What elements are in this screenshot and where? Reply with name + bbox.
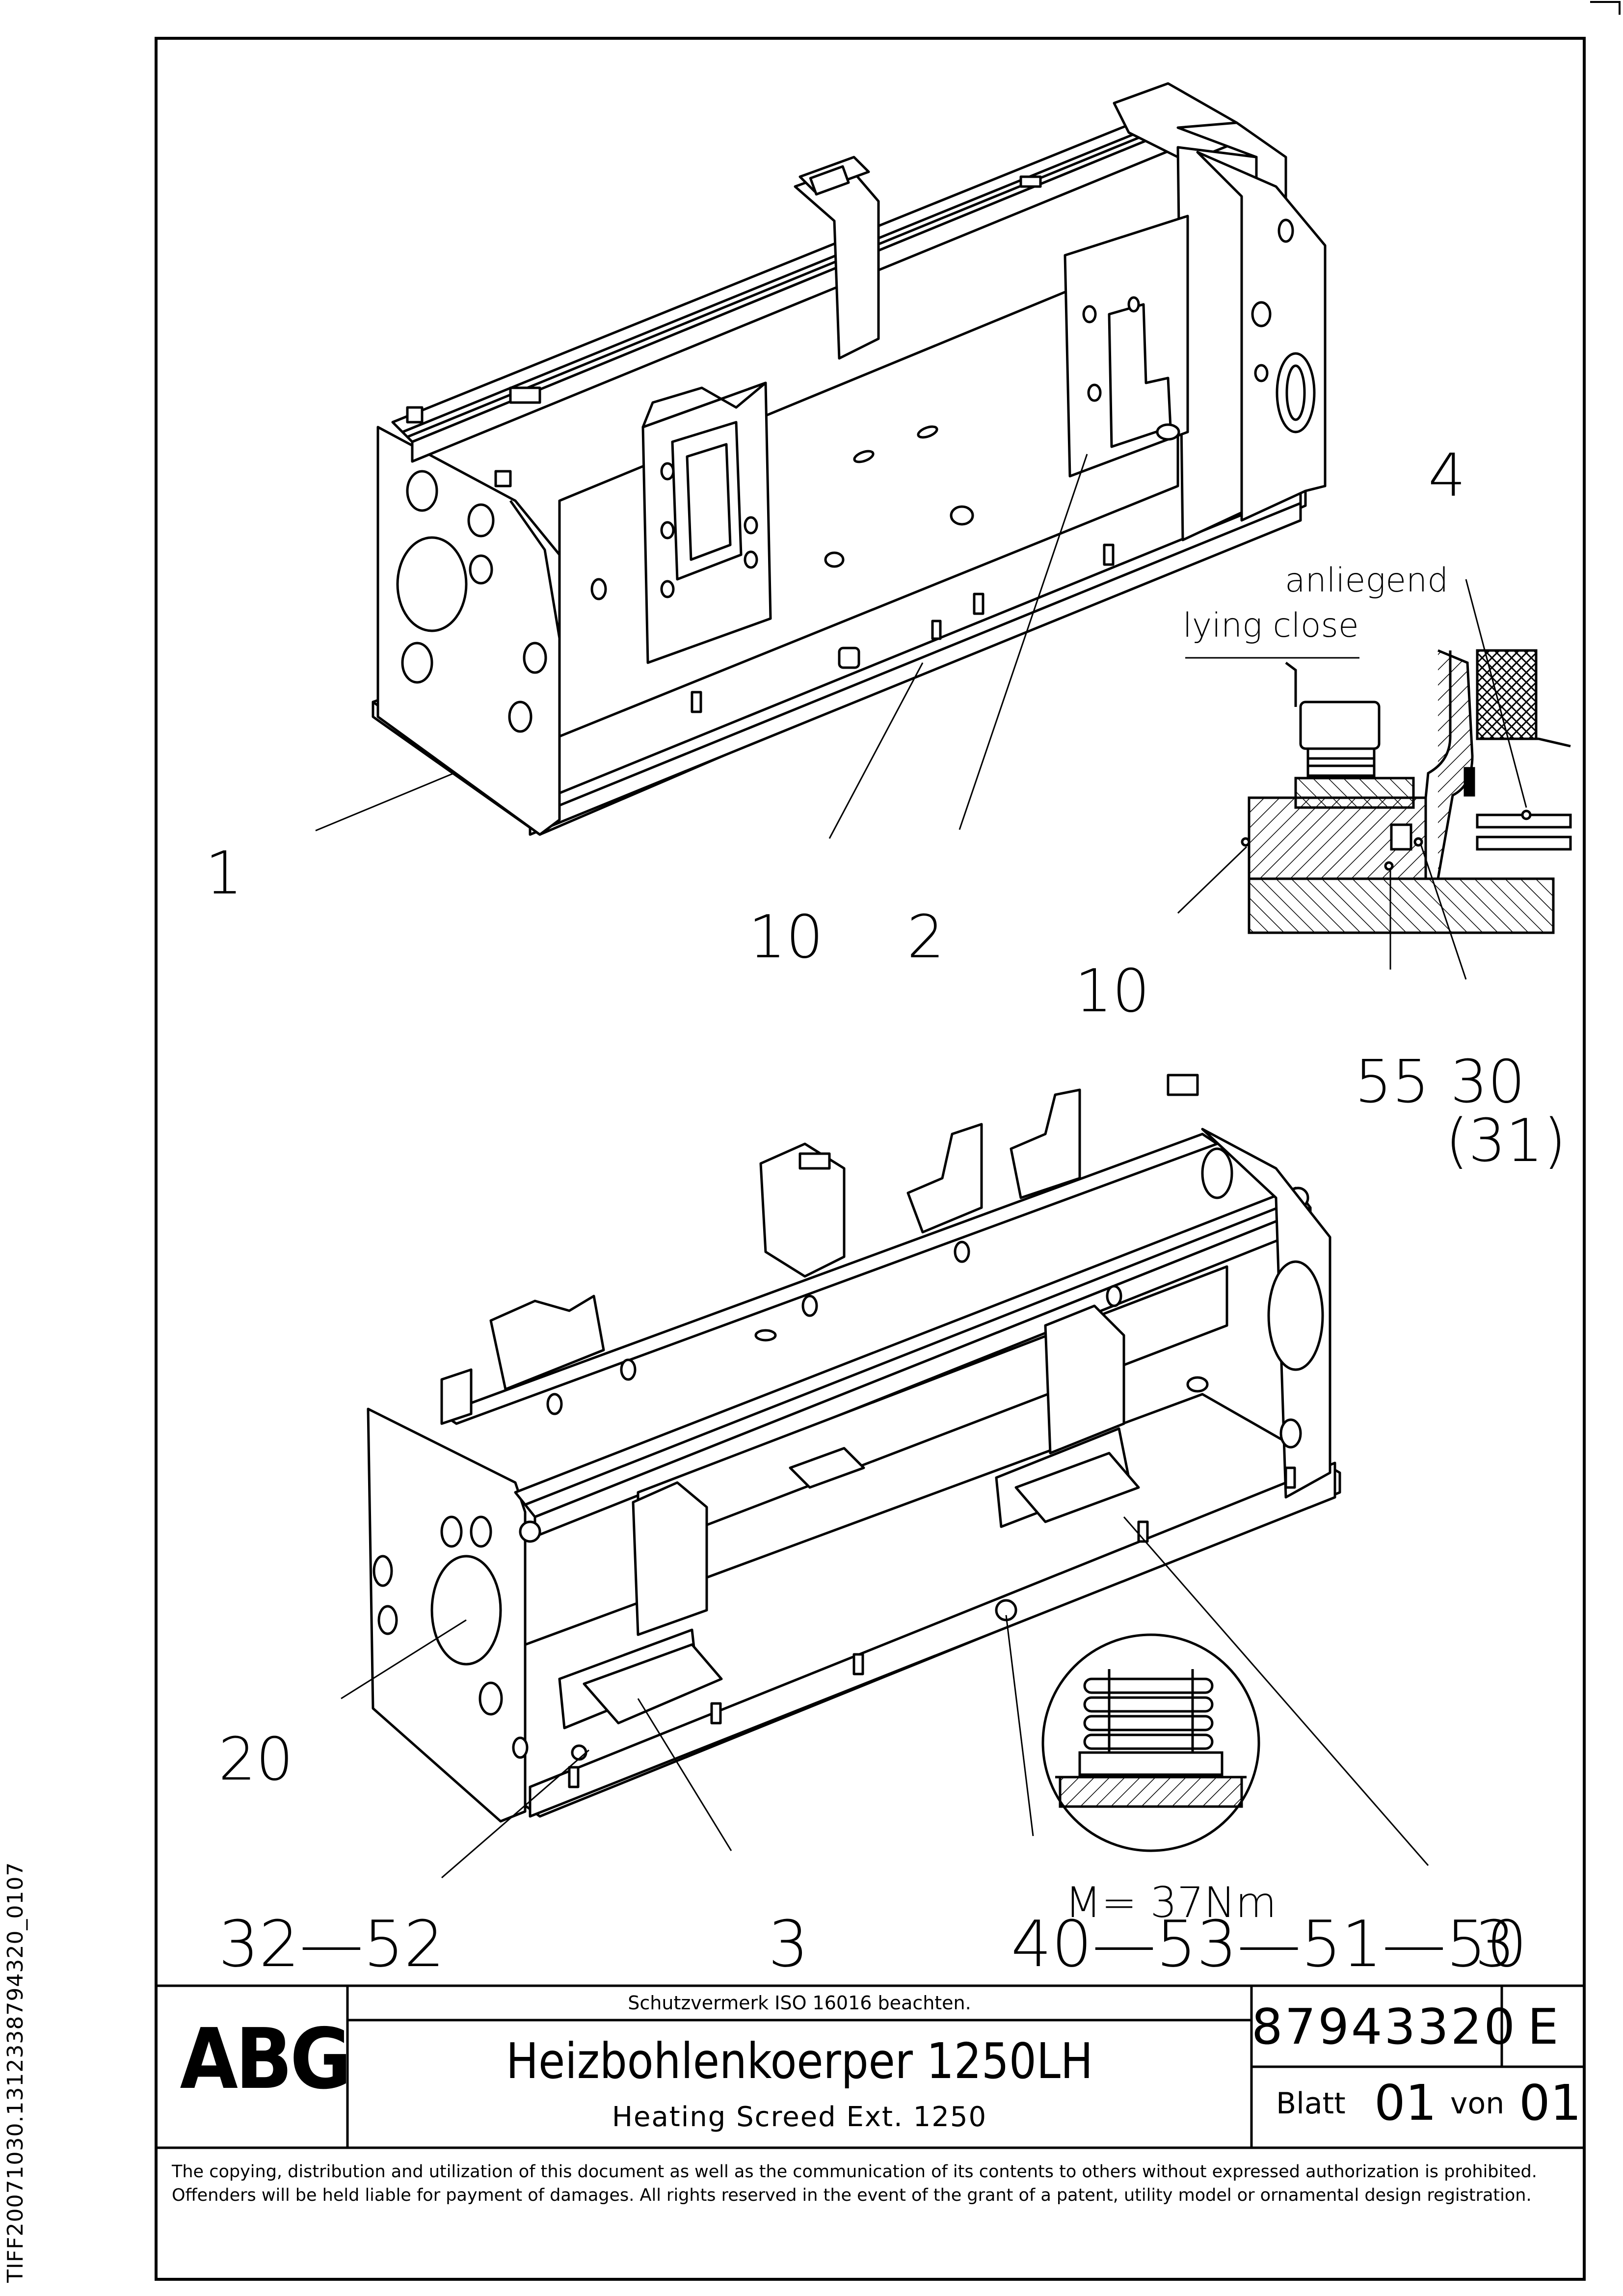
callout-4: 4: [1428, 442, 1465, 510]
callout-40-50: 40—53—51—50: [1011, 1907, 1527, 1981]
detail-section-view: [1241, 649, 1572, 934]
upper-leaders: [315, 454, 1527, 980]
callout-31: (31): [1445, 1107, 1566, 1175]
protection-note: Schutzvermerk ISO 16016 beachten.: [628, 1992, 971, 2014]
lower-frame-view: [367, 1074, 1341, 1823]
callout-3a: 3: [768, 1907, 809, 1981]
revision-letter: E: [1527, 1998, 1559, 2055]
sheet-label: Blatt: [1276, 2086, 1346, 2121]
title-german: Heizbohlenkoerper 1250LH: [506, 2032, 1093, 2090]
sheet-total: 01: [1519, 2074, 1582, 2132]
of-label: von: [1450, 2086, 1505, 2121]
callout-labels: 1 10 2 4 anliegend lying close 10 55 30 …: [205, 442, 1566, 1981]
lower-leaders: [341, 1516, 1429, 1879]
label-anliegend: anliegend: [1285, 561, 1448, 600]
document-id: TIFF20071030.1312338794320_0107: [3, 1862, 28, 2283]
fastener-detail: [1041, 1633, 1260, 1852]
title-block-frame: [156, 1984, 1584, 2149]
callout-10a: 10: [748, 903, 824, 972]
label-lying-close: lying close: [1183, 606, 1359, 645]
callout-55: 55: [1355, 1048, 1430, 1116]
callout-30: 30: [1450, 1048, 1525, 1116]
callout-1: 1: [205, 839, 242, 908]
callout-3b: 3: [1475, 1907, 1516, 1981]
torque-spec: M= 37Nm: [1065, 1878, 1277, 1927]
title-english: Heating Screed Ext. 1250: [612, 2101, 987, 2133]
callout-20: 20: [218, 1726, 293, 1794]
company-logo: ABG: [180, 2011, 352, 2108]
copyright-notice: The copying, distribution and utilizatio…: [172, 2162, 1537, 2205]
drawing-border: [155, 37, 1586, 2281]
drawing-number: 87943320: [1251, 1998, 1517, 2055]
callout-10b: 10: [1075, 957, 1150, 1026]
upper-frame-view: [372, 82, 1327, 836]
callout-2: 2: [907, 903, 944, 972]
callout-32-52: 32—52: [218, 1907, 445, 1981]
sheet-number: 01: [1374, 2074, 1437, 2132]
